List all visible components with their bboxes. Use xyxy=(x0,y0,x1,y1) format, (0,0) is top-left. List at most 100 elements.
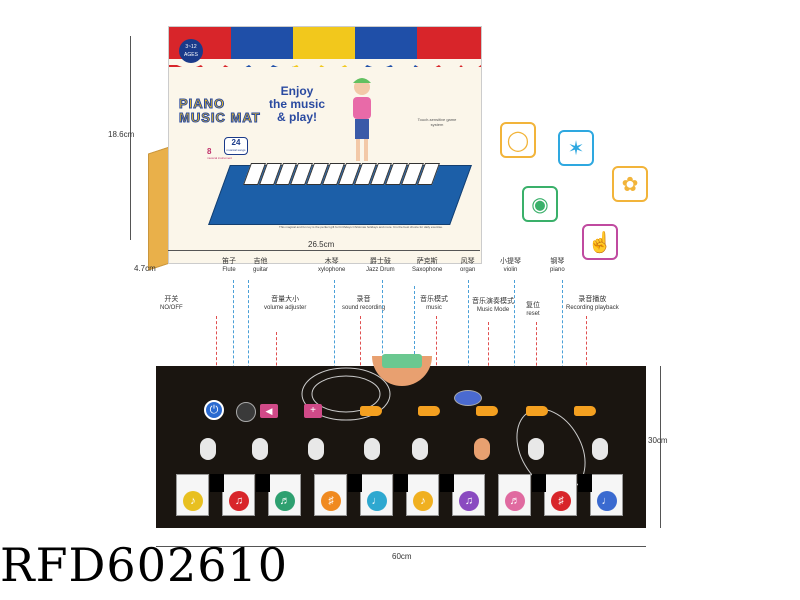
touch-badge: Touch-sensitive game system xyxy=(417,117,457,127)
piano-key-5[interactable]: ♩ xyxy=(360,474,393,516)
speaker-panel xyxy=(382,354,422,368)
piano-key-4[interactable]: ♯ xyxy=(314,474,347,516)
box-side-panel xyxy=(148,146,170,271)
astronaut-piano-icon xyxy=(592,438,608,460)
reset-button[interactable] xyxy=(526,406,548,416)
mat-height-dimline xyxy=(660,366,661,528)
note-icon: ♯ xyxy=(321,491,341,511)
touch-icon: ✶ xyxy=(558,130,594,166)
piano-key-1[interactable]: ♪ xyxy=(176,474,209,516)
piano-key-8[interactable]: ♬ xyxy=(498,474,531,516)
playback-button[interactable] xyxy=(574,406,596,416)
note-icon: ♪ xyxy=(183,491,203,511)
mat-height-label: 30cm xyxy=(648,436,668,445)
note-icon: ♬ xyxy=(505,491,525,511)
box-slogan: Enjoy the music & play! xyxy=(269,85,325,124)
instruments-text: musical instrument xyxy=(207,156,233,160)
box-footer-text: This magical and fun toy is the perfect … xyxy=(279,225,443,229)
leader-recording xyxy=(360,316,361,396)
astronaut-guitar-icon xyxy=(252,438,268,460)
record-button[interactable] xyxy=(360,406,382,416)
astronaut-violin-icon xyxy=(528,438,544,460)
black-key-3[interactable] xyxy=(348,474,362,492)
box-title-line1: PIANO xyxy=(179,96,226,111)
ear-icon: ◯ xyxy=(500,122,536,158)
box-depth-label: 4.7cm xyxy=(134,264,156,273)
box-height-dimline xyxy=(130,36,131,240)
note-icon: ♬ xyxy=(275,491,295,511)
volume-up-button[interactable]: + xyxy=(304,404,322,418)
box-mat-keys xyxy=(242,163,441,185)
box-front-panel: 3~12 AGES PIANO MUSIC MAT Enjoy the musi… xyxy=(168,26,482,264)
astronaut-flute-icon xyxy=(200,438,216,460)
black-key-2[interactable] xyxy=(256,474,270,492)
girl-figure-icon xyxy=(353,78,371,161)
box-title-line2: MUSIC MAT xyxy=(179,110,261,125)
play-mode-button[interactable] xyxy=(454,390,482,406)
piano-key-2[interactable]: ♫ xyxy=(222,474,255,516)
mat-width-label: 60cm xyxy=(392,552,412,561)
volume-down-button[interactable]: ◀ xyxy=(260,404,278,418)
piano-key-7[interactable]: ♫ xyxy=(452,474,485,516)
astronaut-drum-icon xyxy=(364,438,380,460)
leader-power xyxy=(216,316,217,396)
songs-count: 24 xyxy=(231,138,241,147)
black-key-4[interactable] xyxy=(394,474,408,492)
slogan-line1: Enjoy xyxy=(280,84,314,98)
age-badge: 3~12 AGES xyxy=(179,39,203,63)
piano-key-6[interactable]: ♪ xyxy=(406,474,439,516)
astronaut-organ-icon xyxy=(474,438,490,460)
age-range: 3~12 xyxy=(185,44,197,50)
black-key-7[interactable] xyxy=(578,474,592,492)
piano-key-10[interactable]: ♩ xyxy=(590,474,623,516)
songs-text: musical songs xyxy=(226,148,246,152)
astronaut-saxophone-icon xyxy=(412,438,428,460)
black-key-5[interactable] xyxy=(440,474,454,492)
box-height-label: 18.6cm xyxy=(108,130,135,139)
age-label: AGES xyxy=(184,52,198,58)
leader-play-mode xyxy=(488,322,489,396)
leader-volume xyxy=(276,332,277,396)
brain-icon: ✿ xyxy=(612,166,648,202)
note-icon: ♩ xyxy=(597,491,617,511)
box-title: PIANO MUSIC MAT xyxy=(179,96,261,125)
black-key-6[interactable] xyxy=(532,474,546,492)
songs-badge: 24 musical songs xyxy=(224,137,248,155)
paint-drip-icon xyxy=(169,59,481,73)
box-width-label: 26.5cm xyxy=(308,240,335,249)
mat-width-dimline xyxy=(156,546,646,547)
hand-icon: ☝ xyxy=(582,224,618,260)
planet-rings-icon xyxy=(301,367,391,421)
note-icon: ♫ xyxy=(459,491,479,511)
play-mode-rocket[interactable] xyxy=(476,406,498,416)
black-key-1[interactable] xyxy=(210,474,224,492)
instruments-count: 8 xyxy=(207,147,212,156)
piano-key-9[interactable]: ♯ xyxy=(544,474,577,516)
power-button[interactable]: ⏻ xyxy=(204,400,224,420)
piano-key-3[interactable]: ♬ xyxy=(268,474,301,516)
music-mode-button[interactable] xyxy=(418,406,440,416)
leader-music-mode xyxy=(436,316,437,396)
astronaut-xylophone-icon xyxy=(308,438,324,460)
box-width-dimline xyxy=(168,250,480,251)
leader-reset xyxy=(536,322,537,396)
note-icon: ♪ xyxy=(413,491,433,511)
note-icon: ♫ xyxy=(229,491,249,511)
volume-knob[interactable] xyxy=(236,402,256,422)
slogan-line2: the music xyxy=(269,97,326,111)
